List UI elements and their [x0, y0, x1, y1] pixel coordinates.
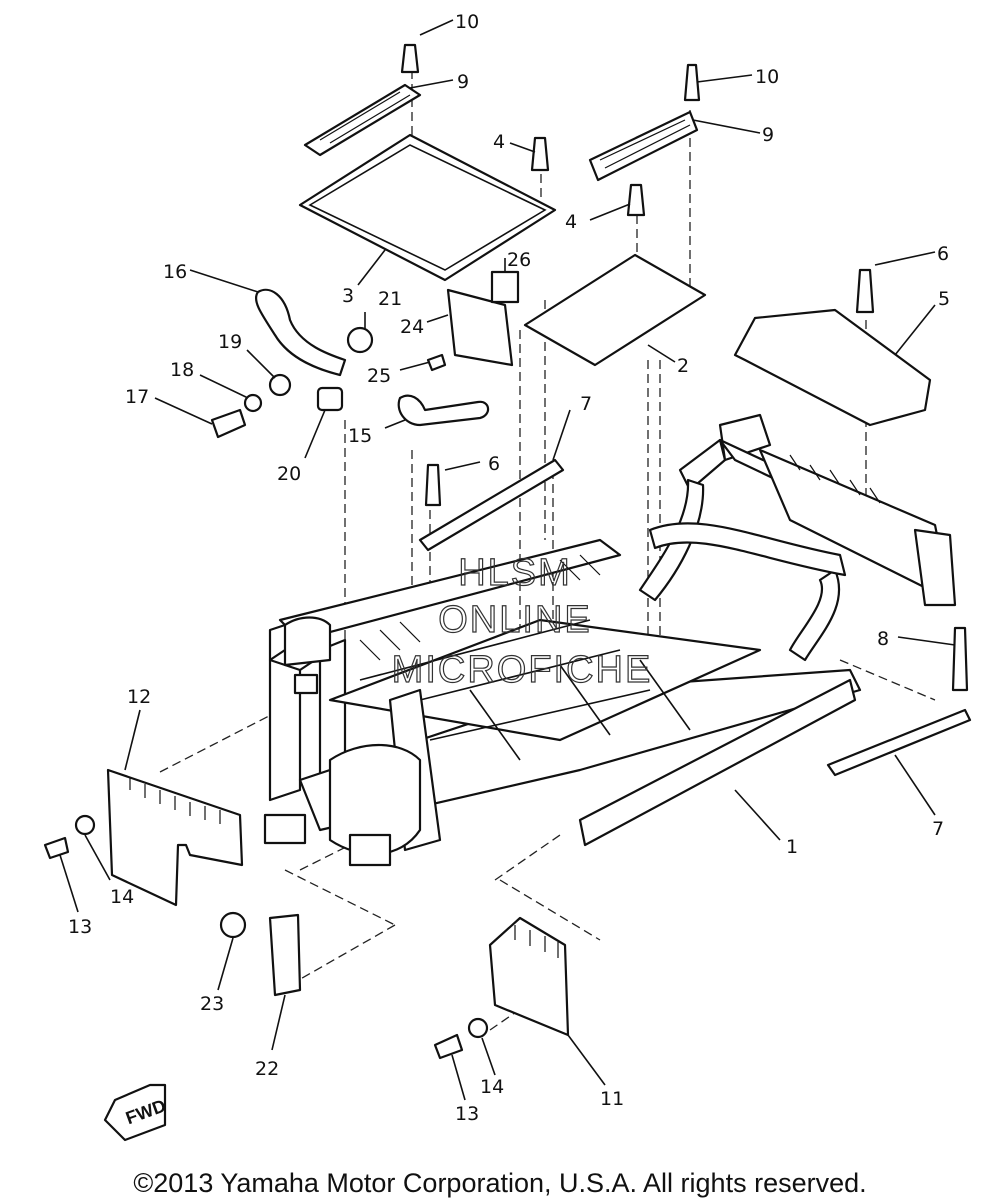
callout-3: 3: [342, 285, 354, 307]
watermark-line-2: ONLINE: [438, 599, 591, 641]
callout-9: 9: [762, 124, 774, 146]
mud-guards: [106, 768, 570, 1037]
stay-bracket: [254, 288, 347, 377]
callout-5: 5: [938, 288, 950, 310]
watermark-line-1: HLSM: [458, 552, 572, 594]
callout-24: 24: [400, 316, 424, 338]
callout-15: 15: [348, 425, 372, 447]
rear-deck-panel: [733, 308, 932, 427]
callout-labels: 10 9 10 9 4 4 6 5 26 16 3 21 24 2 19 18 …: [68, 11, 950, 1125]
callout-10: 10: [755, 66, 779, 88]
side-rails: [418, 458, 972, 777]
callout-11: 11: [600, 1088, 624, 1110]
bracket-assembly: [446, 270, 520, 367]
callout-8: 8: [877, 628, 889, 650]
main-frame: [263, 413, 957, 867]
callout-13: 13: [68, 916, 92, 938]
seat-rails: [303, 83, 699, 182]
callout-22: 22: [255, 1058, 279, 1080]
callout-18: 18: [170, 359, 194, 381]
callout-14: 14: [480, 1076, 504, 1098]
callout-4: 4: [493, 131, 505, 153]
callout-10: 10: [455, 11, 479, 33]
fwd-arrow-marker: FWD: [103, 1083, 168, 1142]
callout-16: 16: [163, 261, 187, 283]
watermark: HLSM ONLINE MICROFICHE: [391, 551, 653, 691]
callout-1: 1: [786, 836, 798, 858]
callout-9: 9: [457, 71, 469, 93]
callout-7: 7: [932, 818, 944, 840]
battery-panel: [523, 253, 707, 367]
callout-21: 21: [378, 288, 402, 310]
callout-2: 2: [677, 355, 689, 377]
callout-12: 12: [127, 686, 151, 708]
callout-25: 25: [367, 365, 391, 387]
callout-17: 17: [125, 386, 149, 408]
callout-13: 13: [455, 1103, 479, 1125]
hardware-parts: [43, 43, 969, 1060]
callout-26: 26: [507, 249, 531, 271]
callout-14: 14: [110, 886, 134, 908]
callout-7: 7: [580, 393, 592, 415]
callout-6: 6: [937, 243, 949, 265]
seat-base-panel: [298, 133, 557, 282]
callout-20: 20: [277, 463, 301, 485]
callout-23: 23: [200, 993, 224, 1015]
copyright-notice: ©2013 Yamaha Motor Corporation, U.S.A. A…: [133, 1168, 867, 1198]
callout-19: 19: [218, 331, 242, 353]
leader-lines: [59, 19, 956, 1101]
callout-4: 4: [565, 211, 577, 233]
watermark-line-3: MICROFICHE: [392, 649, 653, 691]
callout-6: 6: [488, 453, 500, 475]
